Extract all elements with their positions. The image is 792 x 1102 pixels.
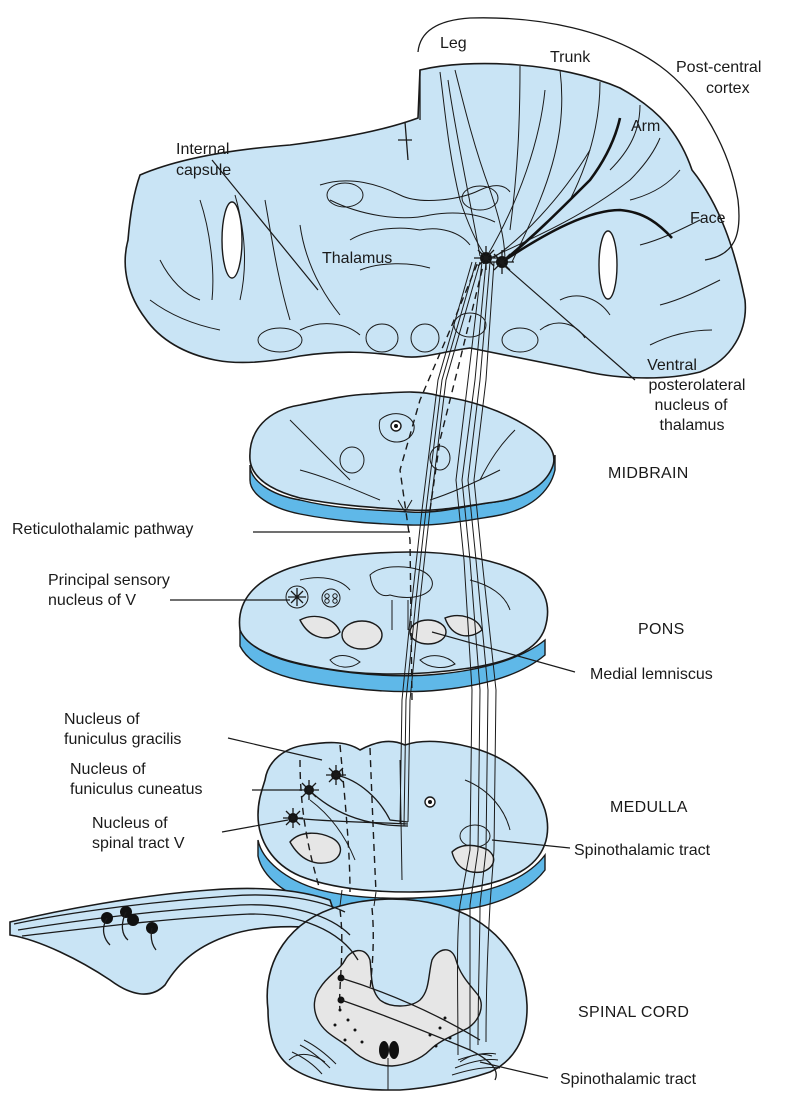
midbrain-section: [250, 392, 555, 525]
label-leg: Leg: [440, 35, 467, 52]
label-face: Face: [690, 210, 726, 227]
section-spinal-cord: SPINAL CORD: [578, 1004, 689, 1021]
label-spinal-v-1: Nucleus of: [92, 815, 168, 832]
label-vpl-2: posterolateral: [649, 377, 746, 394]
label-post-central-2: cortex: [706, 80, 750, 97]
section-midbrain: MIDBRAIN: [608, 465, 689, 482]
spinal-cord-section: [10, 888, 527, 1090]
label-principal-sensory-2: nucleus of V: [48, 592, 136, 609]
label-reticulothalamic: Reticulothalamic pathway: [12, 521, 193, 538]
label-spinothalamic-cord: Spinothalamic tract: [560, 1071, 697, 1088]
pons-section: [239, 552, 547, 692]
label-medial-lemniscus: Medial lemniscus: [590, 666, 713, 683]
label-principal-sensory-1: Principal sensory: [48, 572, 170, 589]
label-thalamus: Thalamus: [322, 250, 392, 267]
label-spinal-v-2: spinal tract V: [92, 835, 185, 852]
label-gracilis-2: funiculus gracilis: [64, 731, 181, 748]
label-arm: Arm: [631, 118, 660, 135]
label-spinothalamic-medulla: Spinothalamic tract: [574, 842, 711, 859]
label-internal-capsule-2: capsule: [176, 162, 231, 179]
label-internal-capsule-1: Internal: [176, 141, 229, 158]
label-gracilis-1: Nucleus of: [64, 711, 140, 728]
label-post-central-1: Post-central: [676, 59, 761, 76]
label-cuneatus-1: Nucleus of: [70, 761, 146, 778]
label-cuneatus-2: funiculus cuneatus: [70, 781, 203, 798]
section-pons: PONS: [638, 621, 685, 638]
label-trunk: Trunk: [550, 49, 591, 66]
label-vpl-1: Ventral: [647, 357, 697, 374]
medulla-section: [258, 741, 548, 913]
label-vpl-4: thalamus: [660, 417, 725, 434]
label-vpl-3: nucleus of: [655, 397, 728, 414]
section-medulla: MEDULLA: [610, 799, 688, 816]
